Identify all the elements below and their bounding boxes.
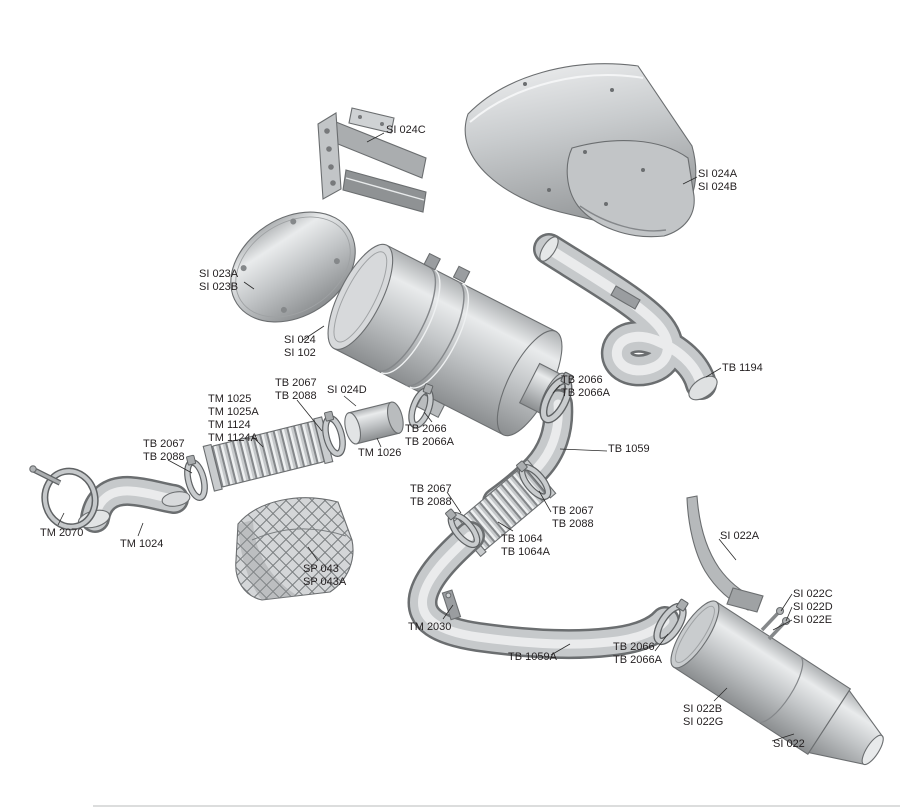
part-label-tb1194: TB 1194 — [722, 362, 763, 374]
part-label-si023a-b: SI 023A SI 023B — [199, 268, 239, 293]
part-label-tb2066-muffler: TB 2066 TB 2066A — [561, 374, 610, 399]
part-label-tm2030: TM 2030 — [408, 621, 452, 633]
part-label-si022b-g: SI 022B SI 022G — [683, 703, 724, 728]
pipe-bracket — [610, 285, 641, 310]
part-label-tb2067-left: TB 2067 TB 2088 — [143, 438, 185, 463]
end-plate-si023 — [230, 211, 356, 323]
part-label-si022: SI 022 — [773, 738, 805, 750]
part-label-tb2066-bottom: TB 2066 TB 2066A — [613, 641, 662, 666]
part-label-si024d: SI 024D — [327, 384, 367, 396]
part-label-si022c-d-e: SI 022C SI 022D SI 022E — [793, 588, 833, 626]
part-label-tm2070: TM 2070 — [40, 527, 84, 539]
part-label-si024-si102: SI 024 SI 102 — [284, 334, 316, 359]
elbow-pipe-tb1194 — [533, 233, 718, 401]
insulation-wrap-sp043 — [235, 497, 354, 601]
bracket-holes — [324, 115, 384, 186]
rivet-holes — [523, 82, 645, 206]
strap-buckle — [423, 252, 441, 271]
plate-holes — [240, 218, 340, 313]
bottom-rule — [93, 805, 900, 807]
part-label-tm1025-block: TM 1025 TM 1025A TM 1124 TM 1124A — [208, 393, 259, 444]
rear-silencer-si022b — [670, 600, 884, 766]
hanger-bracket-tm2030 — [441, 589, 462, 621]
bracket-si022a — [686, 495, 764, 613]
clamp-bolt-head — [29, 465, 37, 473]
part-label-tb2066-si024d: TB 2066 TB 2066A — [405, 423, 454, 448]
exhaust-pipe-tb1059a — [407, 521, 680, 660]
part-label-tb1064: TB 1064 TB 1064A — [501, 533, 550, 558]
connector-pipe-si024d-tm1026 — [344, 401, 404, 445]
part-label-tb2067-top: TB 2067 TB 2088 — [275, 377, 317, 402]
heat-shield — [464, 63, 697, 238]
part-label-tb1059: TB 1059 — [608, 443, 650, 455]
part-label-tb1059a: TB 1059A — [508, 651, 557, 663]
leader-lines — [57, 132, 795, 742]
muffler-si024 — [327, 243, 567, 437]
part-label-si024c: SI 024C — [386, 124, 426, 136]
strap-buckle — [452, 265, 471, 284]
part-label-tm1026: TM 1026 — [358, 447, 402, 459]
part-label-tm1024: TM 1024 — [120, 538, 164, 550]
part-label-tb2067-mid: TB 2067 TB 2088 — [410, 483, 452, 508]
part-label-si024a-b: SI 024A SI 024B — [698, 168, 738, 193]
part-label-tb2067-right: TB 2067 TB 2088 — [552, 505, 594, 530]
band-clamp-tm2070 — [29, 465, 99, 531]
part-label-sp043: SP 043 SP 043A — [303, 563, 347, 588]
mounting-bracket-si024c — [317, 107, 427, 213]
part-label-si022a: SI 022A — [720, 530, 760, 542]
